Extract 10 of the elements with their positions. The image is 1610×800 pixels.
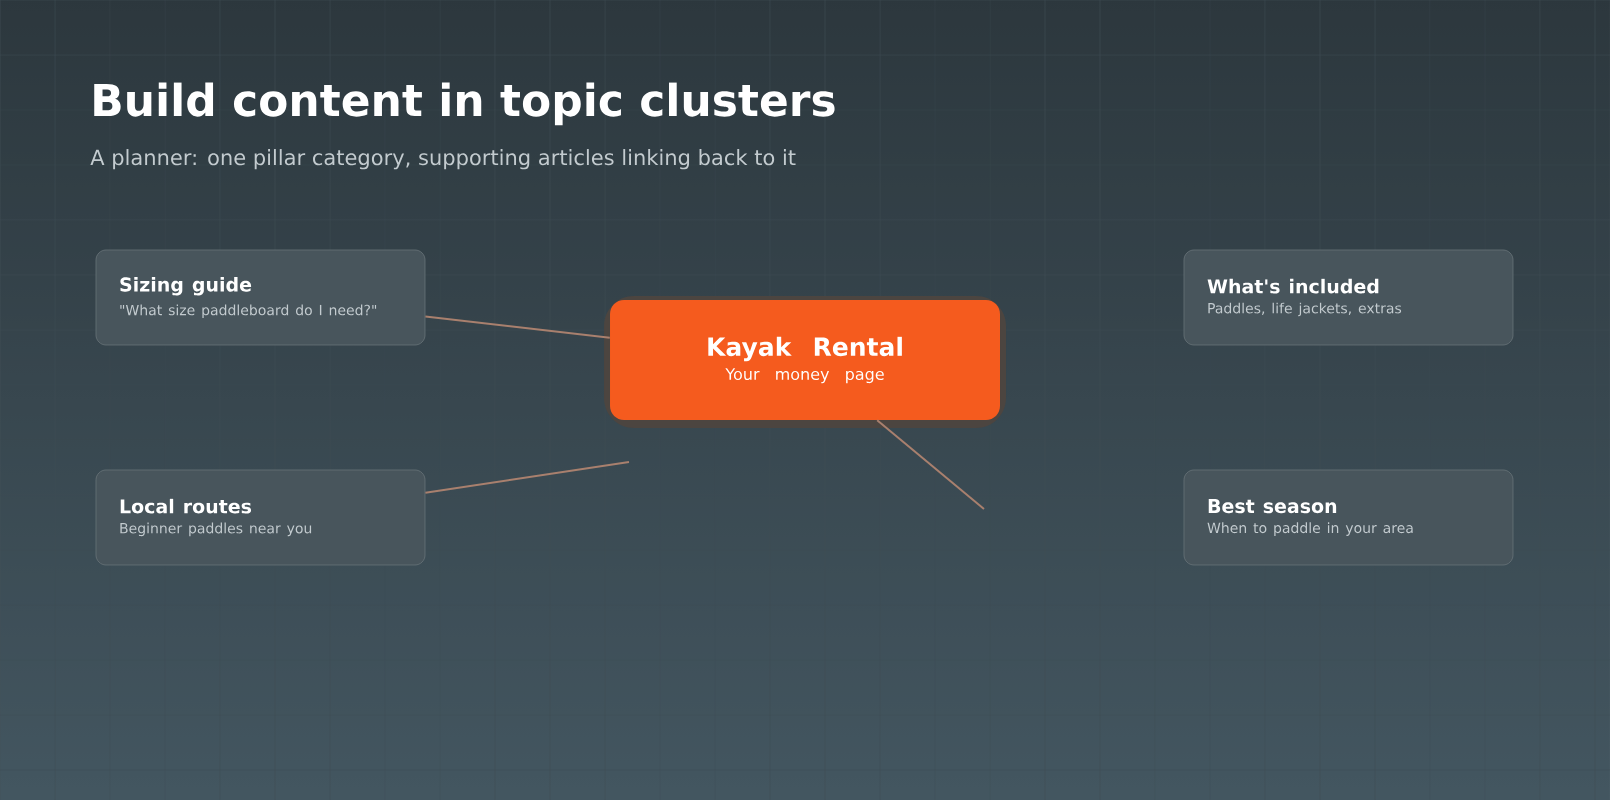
connector-line — [424, 461, 630, 494]
title: Build content in topic clusters — [94, 82, 835, 126]
topic-card: Sizing guide "What size paddleboard do I need?" — [95, 249, 426, 346]
pillar-box: Kayak Rental Your money page — [610, 300, 1000, 420]
topic-card: Best season When to paddle in your area — [1183, 469, 1514, 566]
connector-line — [424, 315, 611, 339]
connector-line — [876, 419, 985, 510]
topic-card: Local routes Beginner paddles near you — [95, 469, 426, 566]
subtitle: A planner: one pillar category, supporting articles linking back to it — [90, 149, 796, 170]
topic-card: What's included Paddles, life jackets, extras — [1183, 249, 1514, 346]
